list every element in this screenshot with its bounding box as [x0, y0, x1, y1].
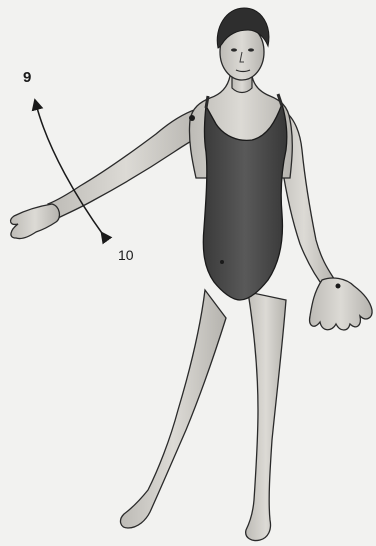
hand-marker	[336, 284, 341, 289]
label-start-position: 9	[23, 70, 31, 85]
hip-marker	[220, 260, 224, 264]
left-arm	[48, 108, 204, 220]
right-eye	[248, 48, 254, 51]
right-hand	[310, 278, 372, 330]
left-eye	[231, 48, 237, 51]
left-leg	[121, 290, 226, 528]
label-end-position: 10	[118, 248, 134, 262]
left-strap	[206, 96, 208, 108]
right-leg	[246, 292, 286, 541]
left-hand	[11, 204, 60, 239]
shoulder-marker	[189, 115, 195, 121]
